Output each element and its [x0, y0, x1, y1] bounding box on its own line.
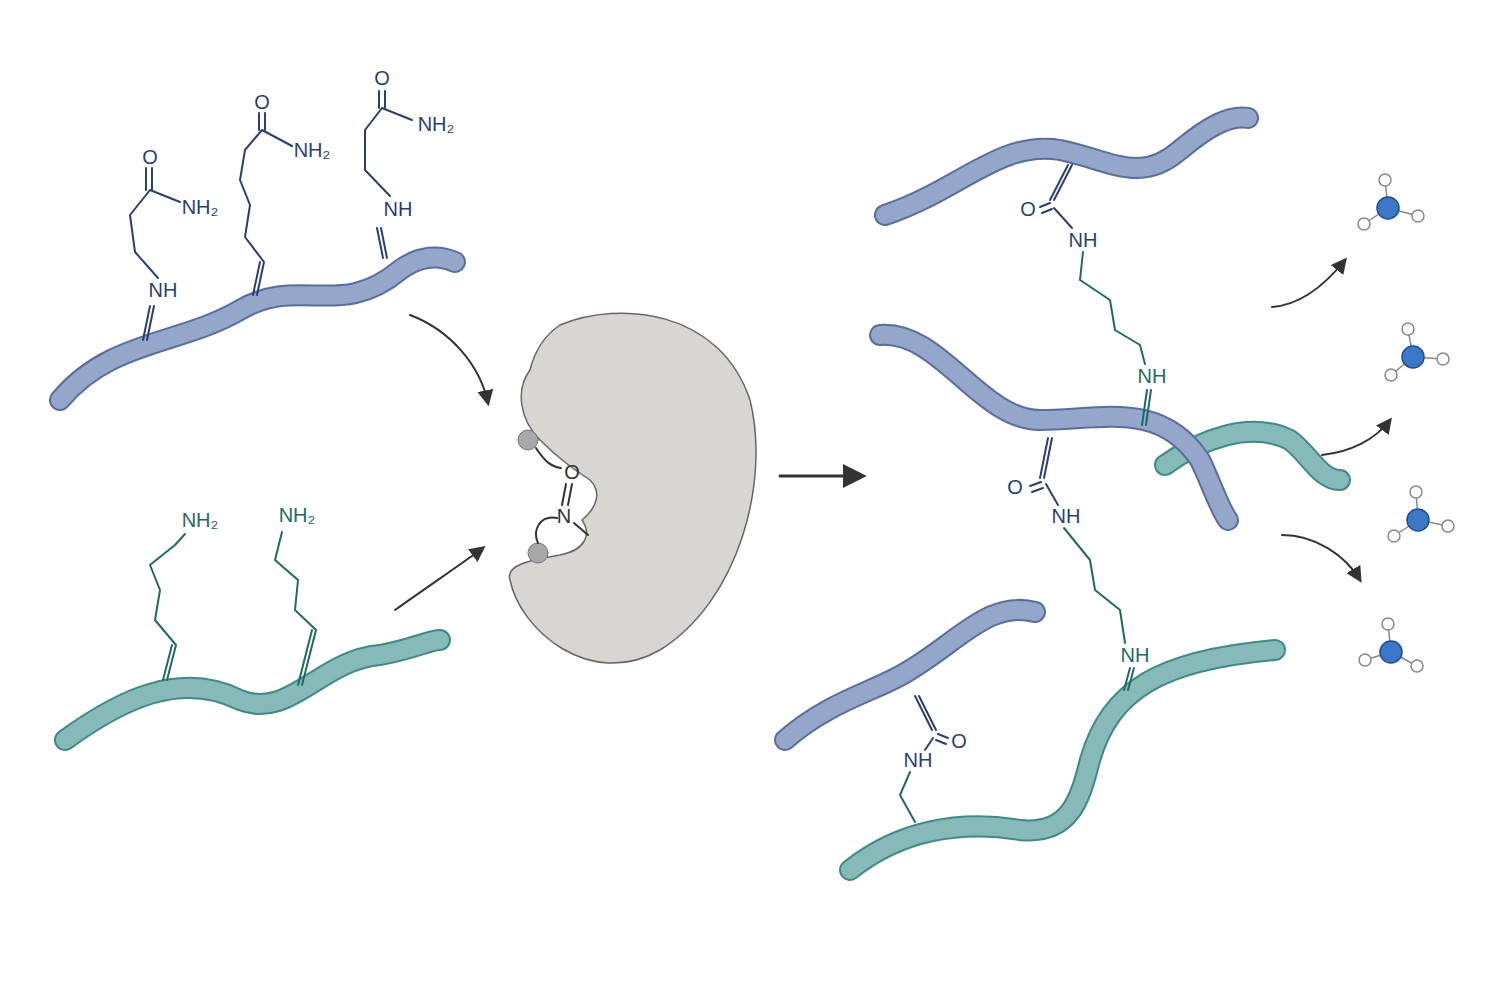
crosslink — [900, 252, 1151, 822]
atom-label: O — [564, 462, 580, 482]
atom-label: NH₂ — [182, 510, 219, 530]
protein-strand — [785, 610, 1035, 740]
enzyme-dot — [528, 543, 548, 563]
protein-strand — [60, 257, 455, 400]
atom-label: NH — [384, 199, 413, 219]
side-chain — [130, 91, 412, 340]
protein-strand — [885, 117, 1248, 215]
protein-strand — [65, 640, 440, 740]
atom-label: NH — [149, 280, 178, 300]
atom-label: NH₂ — [182, 197, 219, 217]
protein-strand — [850, 650, 1275, 870]
atom-label: O — [142, 147, 158, 167]
protein-strand — [885, 117, 1248, 215]
atom-label: NH — [904, 750, 933, 770]
atom-label: NH₂ — [294, 140, 331, 160]
atom-label: NH₂ — [279, 505, 316, 525]
side-chain — [150, 532, 316, 685]
crosslink — [915, 165, 1072, 750]
atom-label: NH₂ — [418, 114, 455, 134]
atom-label: NH — [1069, 230, 1098, 250]
atom-label: NH — [1138, 366, 1167, 386]
enzyme — [509, 313, 756, 663]
arrow — [395, 260, 1390, 610]
atom-label: O — [1020, 199, 1036, 219]
protein-strand — [65, 640, 440, 740]
atom-label: NH — [1052, 506, 1081, 526]
ammonia-molecule — [1358, 174, 1454, 672]
protein-strand — [850, 650, 1275, 870]
protein-strand — [880, 335, 1228, 520]
atom-label: O — [1007, 477, 1023, 497]
protein-strand — [880, 335, 1228, 520]
enzyme-dot — [518, 430, 538, 450]
atom-label: NH — [1121, 645, 1150, 665]
protein-strand — [785, 610, 1035, 740]
protein-strand — [60, 257, 455, 400]
atom-label: O — [374, 68, 390, 88]
atom-label: N — [557, 506, 571, 526]
active-site — [536, 448, 588, 543]
atom-label: O — [254, 92, 270, 112]
atom-label: O — [951, 731, 967, 751]
